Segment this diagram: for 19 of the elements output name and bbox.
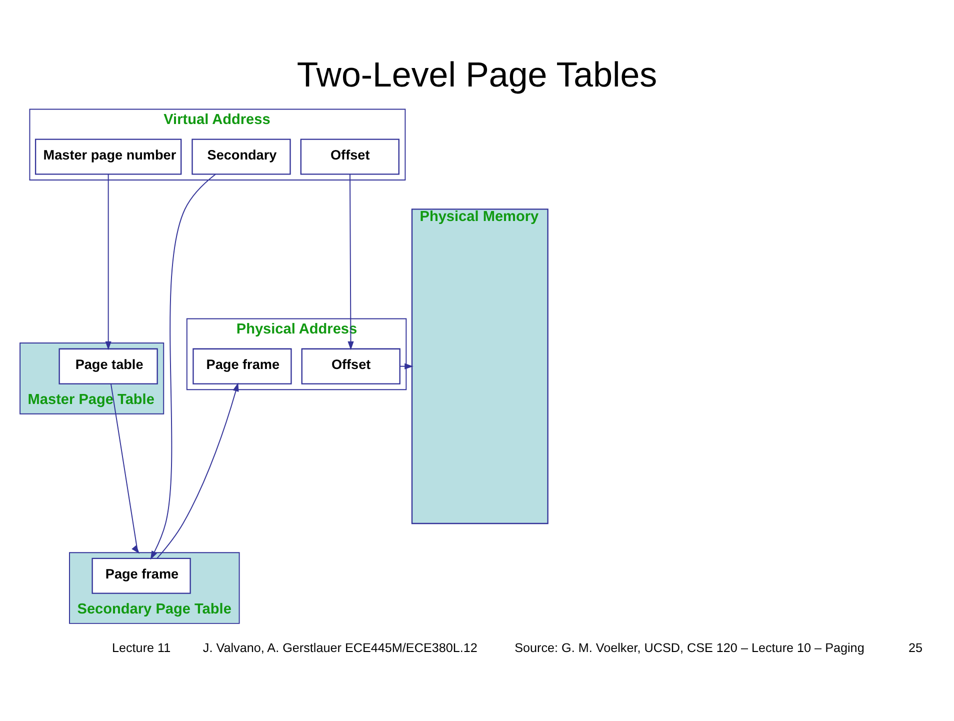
arrow	[348, 174, 354, 350]
node-box: Page table	[58, 348, 158, 384]
arrow	[105, 174, 112, 350]
arrow	[150, 174, 216, 560]
node-box: Page frame	[192, 348, 292, 384]
label: Lecture 11	[112, 640, 171, 655]
node-box: Physical Memory	[411, 208, 548, 524]
arrow	[156, 382, 239, 559]
node-box: Page frame	[92, 558, 191, 594]
arrow	[400, 363, 414, 370]
label: J. Valvano, A. Gerstlauer ECE445M/ECE380L.12	[202, 640, 478, 655]
arrow	[110, 383, 140, 554]
node-box: Secondary	[192, 138, 291, 175]
node-box: Master page number	[34, 138, 182, 175]
label: Source: G. M. Voelker, UCSD, CSE 120 – Lecture 10 – Paging	[514, 640, 864, 655]
node-box: Offset	[300, 138, 400, 175]
node-box: Offset	[301, 348, 400, 384]
label: 25	[908, 640, 923, 655]
diagram-title: Two-Level Page Tables	[296, 56, 658, 95]
